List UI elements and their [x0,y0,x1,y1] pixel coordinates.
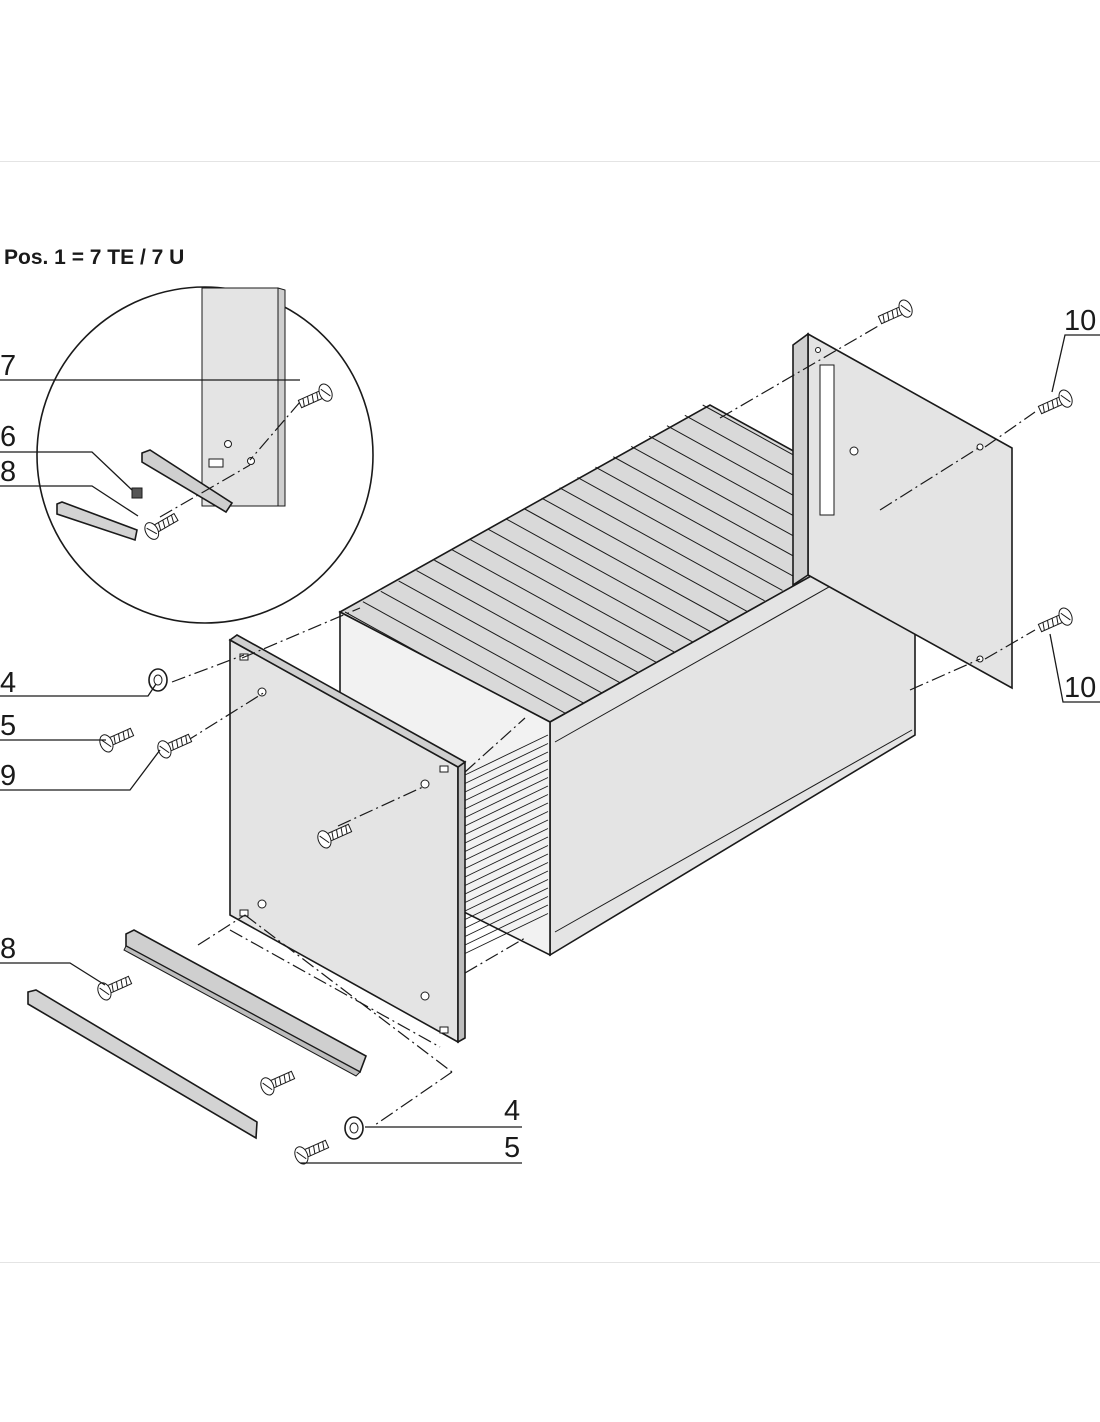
fin-line [505,518,712,633]
fin-line [523,508,730,622]
fin-line [380,590,587,705]
callout-5-bottom: 5 [504,1132,521,1164]
fin-line [469,539,676,653]
fin-line [464,836,549,878]
fin-line [464,896,549,937]
fin-line [464,760,549,801]
fin-line [464,811,549,852]
fin-line [541,497,747,612]
fin-line [464,870,549,912]
nuts [148,668,364,1140]
leader-lines [0,334,1100,1164]
fin-line [613,456,819,571]
fin-line [464,862,549,903]
guide-rail [123,929,367,1077]
front-panel [228,634,467,1044]
callout-4-bottom: 4 [504,1095,521,1127]
callout-9: 9 [0,760,17,792]
callout-5-left: 5 [0,710,17,742]
fin-line [559,487,765,602]
fin-line [398,580,604,695]
callout-8-detail: 8 [0,456,17,488]
screw-10-top [1035,387,1076,419]
drawing-title: Pos. 1 = 7 TE / 7 U [4,246,185,269]
callout-7: 7 [0,350,17,382]
fin-line [464,828,549,869]
fin-line [464,743,549,784]
cover-strip [27,989,258,1140]
fin-line [577,477,783,591]
callout-10-top: 10 [1064,305,1097,337]
fin-line [464,734,549,776]
assembly-axes [159,324,1036,1126]
fin-line [464,785,549,827]
fin-line [487,528,694,643]
screw-5-bottom [291,1135,332,1167]
detail-view [36,286,374,624]
rear-panel [792,332,1013,690]
fin-line [464,794,549,835]
fin-line [464,777,549,818]
fin-line [416,570,622,685]
fin-line [452,549,658,664]
fin-line [595,466,801,581]
bottom-fins [464,734,549,954]
callout-10-bottom: 10 [1064,672,1097,704]
screw-9 [154,729,195,761]
screw-rear-top [875,297,916,329]
callout-4-left: 4 [0,667,17,699]
fin-line [464,768,549,810]
drawing-frame [0,161,1100,1263]
screw-5-left [96,723,137,755]
fin-line [464,887,549,929]
fin-line [464,879,549,920]
fin-line [464,819,549,861]
fin-line [434,559,640,674]
fin-line [464,853,549,895]
screw-10-bottom [1035,605,1076,637]
screw-8-bottom [94,971,135,1003]
fin-line [464,913,549,954]
fin-line [362,601,569,716]
callout-8-bottom: 8 [0,933,17,965]
fin-line [464,802,549,844]
fin-line [464,904,549,946]
callout-6: 6 [0,421,17,453]
screw-rail-end [257,1066,298,1098]
fin-line [464,751,549,793]
fin-line [464,845,549,886]
